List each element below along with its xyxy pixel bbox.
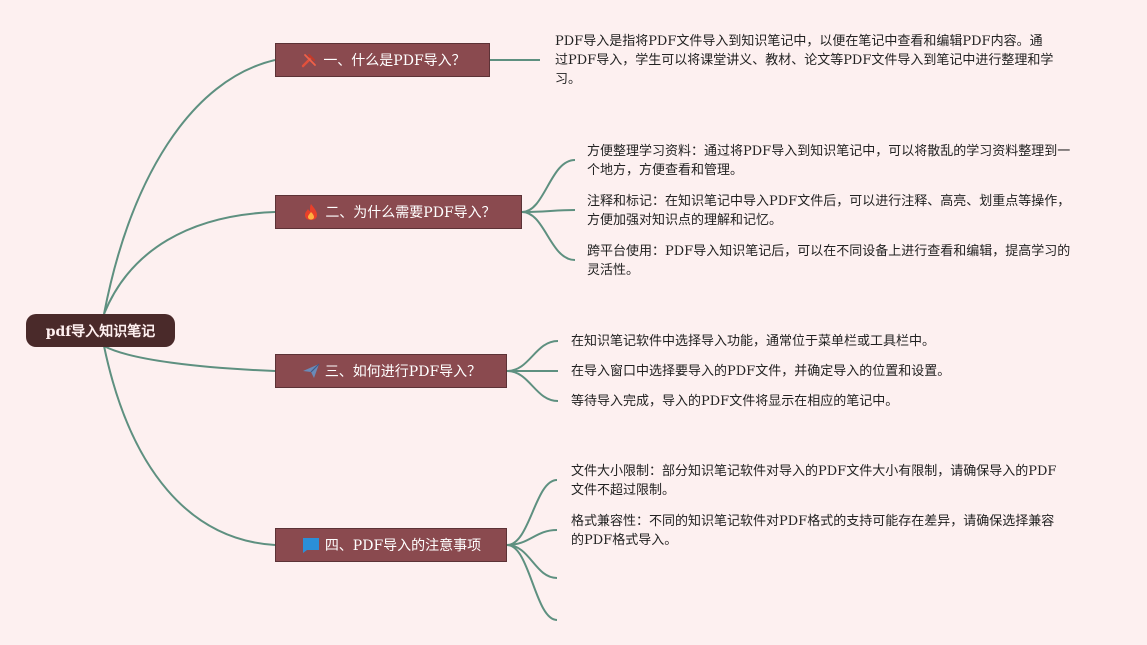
connector-topic-4-detail-4 (506, 544, 558, 621)
detail-topic-3-1: 在知识笔记软件中选择导入功能，通常位于菜单栏或工具栏中。 (571, 334, 936, 349)
connector-topic-2-detail-3 (521, 211, 576, 261)
connector-topic-3-detail-1 (506, 340, 559, 372)
blue-square-icon (301, 535, 321, 555)
detail-topic-2-1: 方便整理学习资料：通过将PDF导入到知识笔记中，可以将散乱的学习资料整理到一个地… (587, 144, 1071, 178)
root-node[interactable]: pdf导入知识笔记 (26, 314, 175, 347)
connector-topic-4-detail-1 (506, 479, 558, 546)
topic-how-pdf-import[interactable]: 三、如何进行PDF导入？ (275, 354, 507, 388)
detail-topic-3-3: 等待导入完成，导入的PDF文件将显示在相应的笔记中。 (571, 394, 899, 409)
topic-pdf-import-notes[interactable]: 四、PDF导入的注意事项 (275, 528, 507, 562)
detail-topic-4-2: 格式兼容性：不同的知识笔记软件对PDF格式的支持可能存在差异，请确保选择兼容的P… (571, 514, 1055, 548)
detail-topic-3-2: 在导入窗口中选择要导入的PDF文件，并确定导入的位置和设置。 (571, 364, 951, 379)
detail-topic-2-2: 注释和标记：在知识笔记中导入PDF文件后，可以进行注释、高亮、划重点等操作，方便… (587, 194, 1071, 228)
connector-root-topic-1 (103, 59, 276, 315)
topic-label: 二、为什么需要PDF导入？ (325, 205, 496, 221)
root-label: pdf导入知识笔记 (45, 323, 156, 340)
tools-icon (299, 50, 319, 70)
topic-why-pdf-import[interactable]: 二、为什么需要PDF导入？ (275, 195, 522, 229)
connector-topic-4-detail-2 (506, 529, 558, 546)
detail-topic-4-1: 文件大小限制：部分知识笔记软件对导入的PDF文件大小有限制，请确保导入的PDF文… (571, 464, 1057, 498)
connector-topic-4-detail-3 (506, 544, 558, 579)
connector-topic-3-detail-3 (506, 370, 559, 402)
topic-what-is-pdf-import[interactable]: 一、什么是PDF导入？ (275, 43, 490, 77)
connector-topic-2-detail-1 (521, 159, 576, 213)
topic-label: 三、如何进行PDF导入？ (324, 364, 482, 380)
topic-label: 四、PDF导入的注意事项 (324, 538, 482, 554)
topic-label: 一、什么是PDF导入？ (323, 53, 466, 69)
fire-icon (301, 202, 321, 222)
connector-root-topic-3 (103, 345, 276, 372)
detail-topic-1-1: PDF导入是指将PDF文件导入到知识笔记中，以便在笔记中查看和编辑PDF内容。通… (555, 34, 1054, 87)
paper-plane-icon (301, 361, 321, 381)
connector-root-topic-2 (103, 211, 276, 315)
connector-root-topic-4 (103, 345, 276, 546)
detail-topic-2-3: 跨平台使用：PDF导入知识笔记后，可以在不同设备上进行查看和编辑，提高学习的灵活… (587, 244, 1071, 278)
